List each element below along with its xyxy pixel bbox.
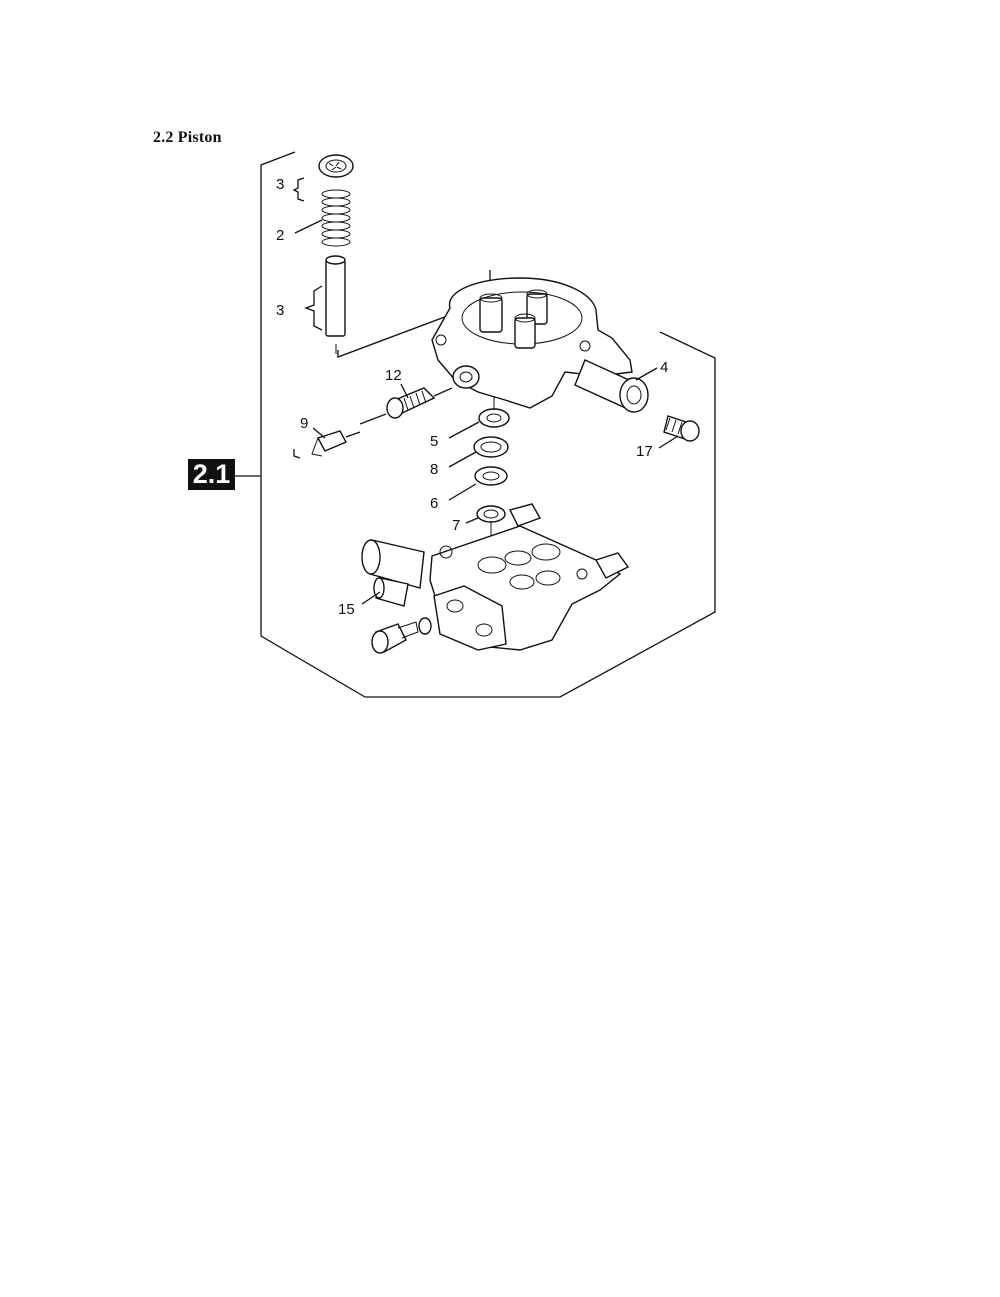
reference-badge: 2.1 [188,459,261,490]
seal [478,396,510,428]
callout-label: 7 [452,517,460,534]
callout-label: 8 [430,461,438,478]
callout-8-ring: 8 [430,451,477,478]
reference-badge-label: 2.1 [193,459,231,489]
callout-9-plug: 9 [300,415,326,439]
callout-2-spring: 2 [276,219,323,244]
callout-15-inlet: 15 [338,591,381,618]
callout-label: 3 [276,176,284,193]
screw-plug [663,415,700,442]
callout-7-valve: 7 [452,517,479,534]
fitting-bolt [371,621,419,654]
callout-3-pin: 3 [276,285,323,331]
callout-12-cartridge: 12 [385,367,409,399]
callout-label: 5 [430,433,438,450]
o-ring [418,617,432,635]
callout-label: 6 [430,495,438,512]
plug [293,413,387,459]
valve [476,505,506,545]
callout-label: 9 [300,415,308,432]
ring [473,436,509,458]
callout-label: 4 [660,359,668,376]
washer [474,466,508,486]
upper-pump-housing [431,277,649,413]
piston-nut [318,154,354,178]
callout-3-nut: 3 [276,176,305,202]
callout-label: 12 [385,367,402,384]
group-boundary [260,151,716,698]
callout-4-outlet: 4 [635,359,668,381]
cylinder-head [361,503,630,651]
valve-cartridge [386,387,453,419]
callout-5-seal: 5 [430,421,480,450]
callout-label: 17 [636,443,653,460]
callout-label: 3 [276,302,284,319]
section-title: 2.2 Piston [153,129,222,146]
piston-spring [321,189,351,247]
piston-pin [325,255,346,354]
callout-17-screw: 17 [636,435,679,460]
callout-label: 2 [276,227,284,244]
callout-6-washer: 6 [430,483,477,512]
callout-label: 15 [338,601,355,618]
